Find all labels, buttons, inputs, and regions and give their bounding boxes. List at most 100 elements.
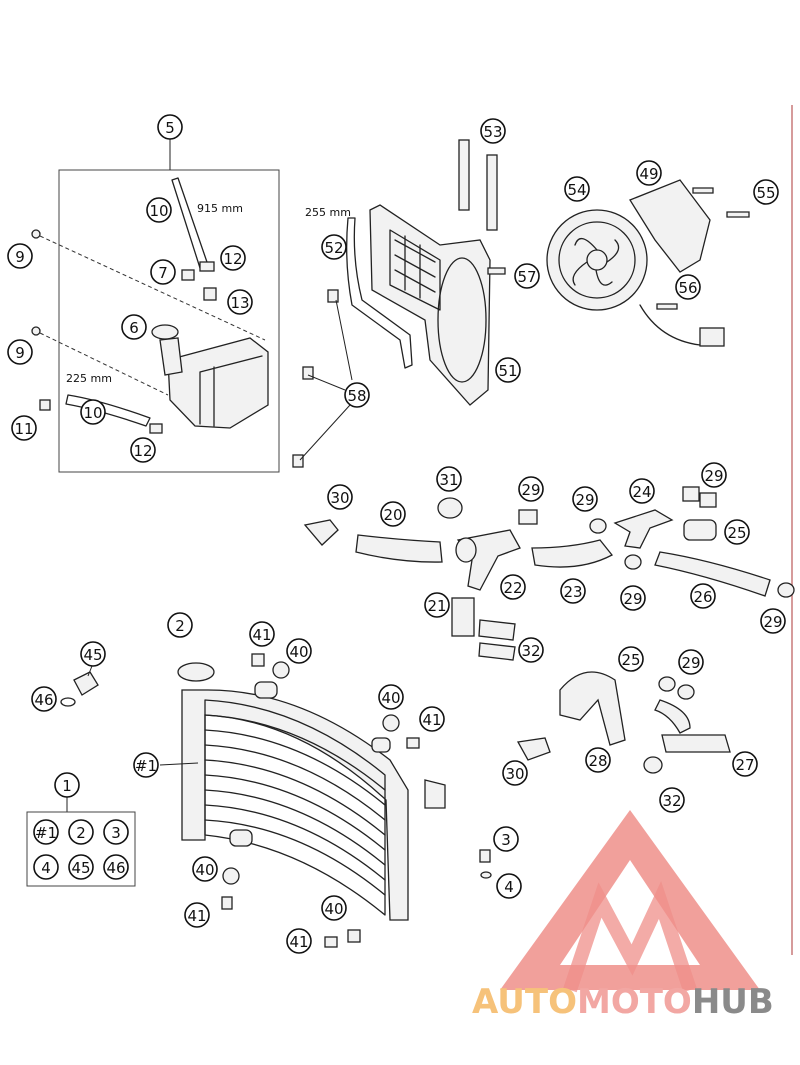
leaders-58 xyxy=(299,299,353,461)
screw-9-top xyxy=(31,229,41,239)
screw-9-bottom xyxy=(31,326,41,336)
callout-c29e: 29 xyxy=(760,608,786,634)
callout-k46: 46 xyxy=(103,854,129,880)
callout-c5: 5 xyxy=(157,114,183,140)
shroud-ring xyxy=(437,257,487,383)
callout-number: 29 xyxy=(763,613,782,631)
hose-26 xyxy=(654,551,771,597)
radiator-mount-bottom xyxy=(229,829,253,847)
shroud-strip-52 xyxy=(346,217,413,369)
callout-number: 32 xyxy=(662,792,681,810)
clamp-29-h xyxy=(677,684,695,700)
callout-number: 52 xyxy=(324,239,343,257)
callout-circle xyxy=(184,902,210,928)
hose-23 xyxy=(531,539,613,568)
screw-41-c xyxy=(221,896,233,910)
callout-number: 46 xyxy=(34,691,53,709)
callout-number: 29 xyxy=(575,491,594,509)
callout-c29d: 29 xyxy=(620,585,646,611)
callout-number: 31 xyxy=(439,471,458,489)
callout-number: 2 xyxy=(175,617,185,635)
callout-c41c: 41 xyxy=(184,902,210,928)
callout-c29a: 29 xyxy=(518,476,544,502)
callout-number: 26 xyxy=(693,588,712,606)
strip-53-b xyxy=(486,154,498,231)
callout-number: 9 xyxy=(15,344,25,362)
grommet-40-a xyxy=(272,661,290,679)
callout-number: 45 xyxy=(71,859,90,877)
callout-number: 10 xyxy=(149,202,168,220)
callout-c22: 22 xyxy=(500,574,526,600)
callout-number: 49 xyxy=(639,165,658,183)
callout-number: 41 xyxy=(252,626,271,644)
callout-circle xyxy=(249,621,275,647)
callout-c23: 23 xyxy=(560,578,586,604)
callout-circle xyxy=(80,641,106,667)
callout-number: 6 xyxy=(129,319,139,337)
radiator-mount-top xyxy=(254,681,278,699)
clamp-30-a xyxy=(303,519,339,546)
callout-circle xyxy=(33,854,59,880)
watermark-auto: AUTO xyxy=(472,982,577,1022)
callout-circle xyxy=(380,501,406,527)
clamp-32-a xyxy=(478,619,516,641)
callout-number: 54 xyxy=(567,181,586,199)
callout-c40b: 40 xyxy=(378,684,404,710)
screw-55-a xyxy=(692,187,714,194)
callout-number: 29 xyxy=(521,481,540,499)
callout-circle xyxy=(636,160,662,186)
callout-circle xyxy=(133,752,159,778)
callout-circle xyxy=(286,928,312,954)
hose-set-lower xyxy=(516,671,731,774)
callout-c6: 6 xyxy=(121,314,147,340)
callout-c41b: 41 xyxy=(419,706,445,732)
radiator-kit-frame xyxy=(26,811,136,887)
callout-c12b: 12 xyxy=(130,437,156,463)
callout-c30a: 30 xyxy=(327,484,353,510)
sensor-45 xyxy=(73,671,99,696)
callout-c10a: 10 xyxy=(146,197,172,223)
callout-number: 12 xyxy=(133,442,152,460)
callout-circle xyxy=(518,637,544,663)
callout-c40c: 40 xyxy=(192,856,218,882)
callout-c49: 49 xyxy=(636,160,662,186)
dim-225: 225 mm xyxy=(66,372,112,385)
callout-circle xyxy=(659,787,685,813)
callout-number: 10 xyxy=(83,404,102,422)
t-piece-24 xyxy=(613,509,674,549)
callout-c9b: 9 xyxy=(7,339,33,365)
fan-hub xyxy=(586,249,608,271)
callout-circle xyxy=(378,684,404,710)
callout-c3: 3 xyxy=(493,826,519,852)
callout-number: 51 xyxy=(498,362,517,380)
callout-circle xyxy=(68,819,94,845)
expansion-tank-group-frame xyxy=(58,169,280,473)
expansion-tank xyxy=(167,337,269,429)
fan-ring xyxy=(558,221,636,299)
logo-m-mark xyxy=(563,881,697,993)
hose-27 xyxy=(661,734,731,753)
hose-915 xyxy=(171,177,209,269)
callout-circle xyxy=(753,179,779,205)
callout-number: 4 xyxy=(504,878,514,896)
callout-c29c: 29 xyxy=(701,462,727,488)
clamp-12-top xyxy=(199,261,215,272)
dash-line-9-bottom xyxy=(39,332,169,396)
callout-circle xyxy=(146,197,172,223)
callout-number: 30 xyxy=(330,489,349,507)
fan-cover-49 xyxy=(629,179,711,273)
callout-number: 23 xyxy=(563,583,582,601)
callout-number: 40 xyxy=(289,643,308,661)
callout-circle xyxy=(321,234,347,260)
hose-25-upper xyxy=(683,519,717,541)
callout-circle xyxy=(54,772,80,798)
callout-c30b: 30 xyxy=(502,760,528,786)
callout-c58: 58 xyxy=(344,382,370,408)
callout-c10b: 10 xyxy=(80,399,106,425)
callout-c40d: 40 xyxy=(321,895,347,921)
clamp-31 xyxy=(437,497,463,519)
callout-circle xyxy=(424,592,450,618)
callout-circle xyxy=(560,578,586,604)
automotohub-logo xyxy=(500,810,760,993)
callout-circle xyxy=(167,612,193,638)
